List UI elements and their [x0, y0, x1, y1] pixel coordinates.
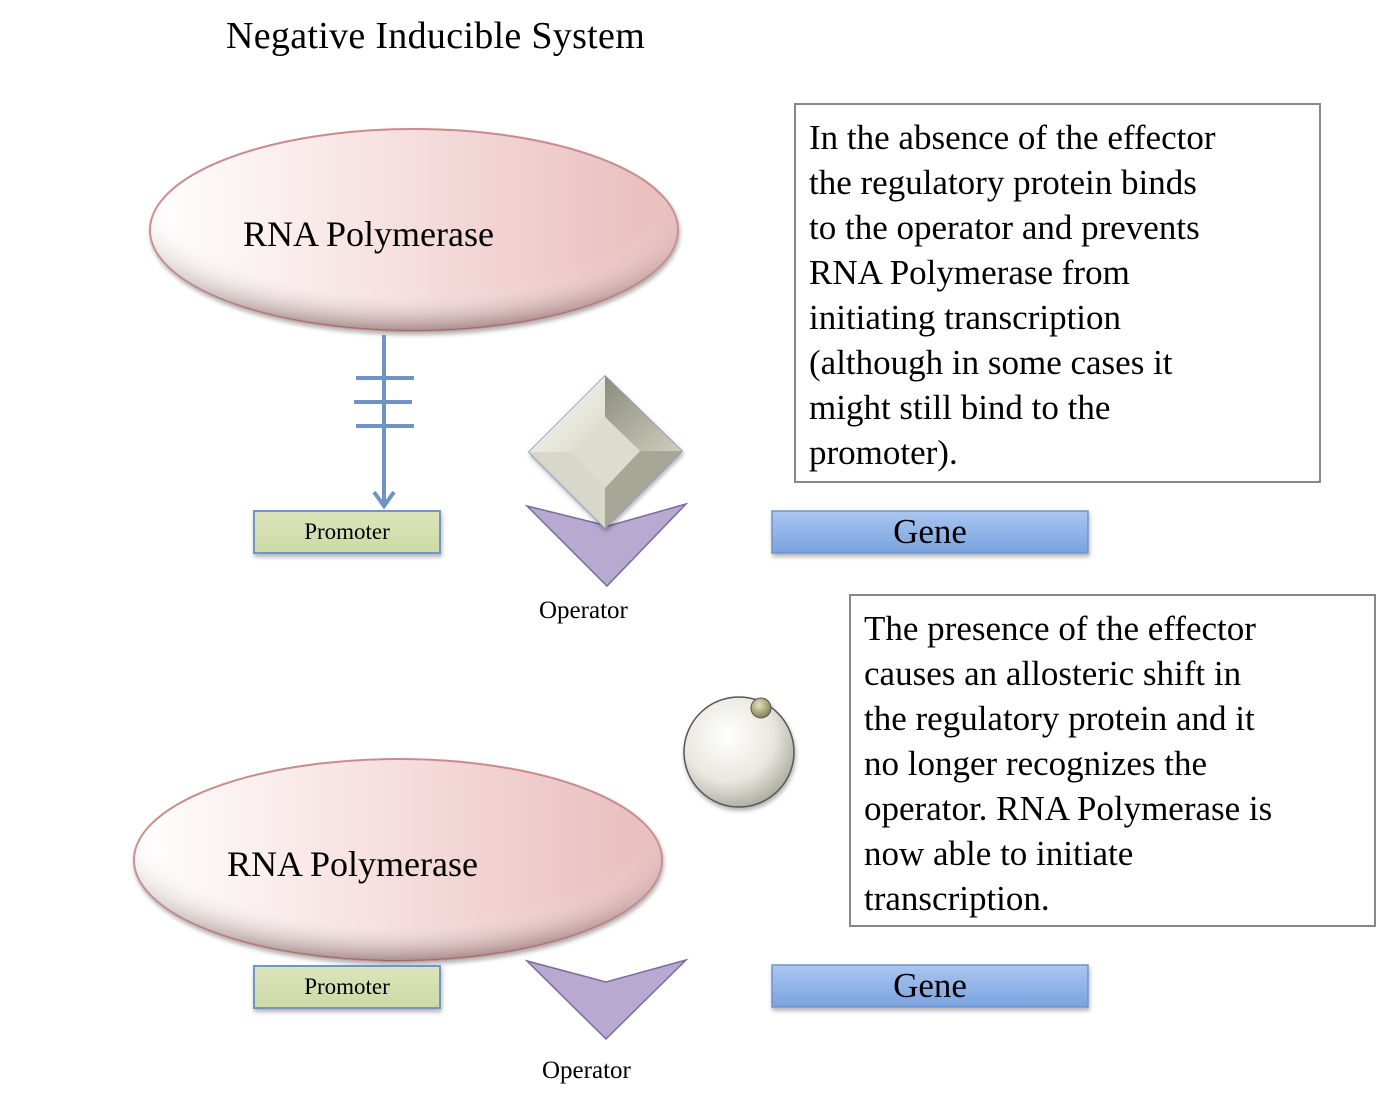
promoter-label-top: Promoter: [304, 519, 390, 544]
regulatory-protein-diamond: [527, 374, 684, 530]
explanation-box-top: In the absence of the effector the regul…: [794, 103, 1321, 483]
explanation-line: (although in some cases it: [809, 343, 1173, 382]
explanation-box-bottom: The presence of the effector causes an a…: [849, 594, 1376, 927]
polymerase-label-bottom: RNA Polymerase: [227, 844, 478, 884]
operator-site-bottom: [524, 958, 689, 1041]
promoter-box-top: [253, 510, 441, 554]
gene-label-top: Gene: [893, 512, 967, 551]
rna-polymerase-bottom: [133, 758, 663, 962]
explanation-line: no longer recognizes the: [864, 744, 1208, 783]
explanation-line: operator. RNA Polymerase is: [864, 789, 1273, 828]
polymerase-label-top: RNA Polymerase: [243, 214, 494, 254]
promoter-box-bottom: [253, 965, 441, 1009]
operator-label-top: Operator: [539, 597, 628, 624]
operator-label-bottom: Operator: [542, 1057, 631, 1084]
explanation-line: promoter).: [809, 433, 958, 472]
explanation-line: In the absence of the effector: [809, 118, 1216, 157]
rna-polymerase-top: [149, 128, 679, 332]
explanation-line: the regulatory protein binds: [809, 163, 1197, 202]
gene-box-top: [771, 510, 1089, 554]
bottom-panel: [10, 696, 1089, 1041]
explanation-line: the regulatory protein and it: [864, 699, 1255, 738]
explanation-line: might still bind to the: [809, 388, 1111, 427]
diagram-title: Negative Inducible System: [226, 15, 646, 57]
explanation-line: RNA Polymerase from: [809, 253, 1130, 292]
gene-label-bottom: Gene: [893, 966, 967, 1005]
explanation-line: now able to initiate: [864, 834, 1134, 873]
explanation-line: to the operator and prevents: [809, 208, 1200, 247]
operator-site-top: [524, 502, 689, 588]
explanation-line: The presence of the effector: [864, 609, 1256, 648]
promoter-label-bottom: Promoter: [304, 974, 390, 999]
gene-box-bottom: [771, 964, 1089, 1008]
effector-bound-protein-sphere: [683, 696, 795, 808]
top-panel: [10, 128, 1089, 588]
explanation-line: causes an allosteric shift in: [864, 654, 1242, 693]
explanation-line: initiating transcription: [809, 298, 1122, 337]
blocked-arrow-icon: [354, 335, 414, 510]
explanation-line: transcription.: [864, 879, 1050, 918]
